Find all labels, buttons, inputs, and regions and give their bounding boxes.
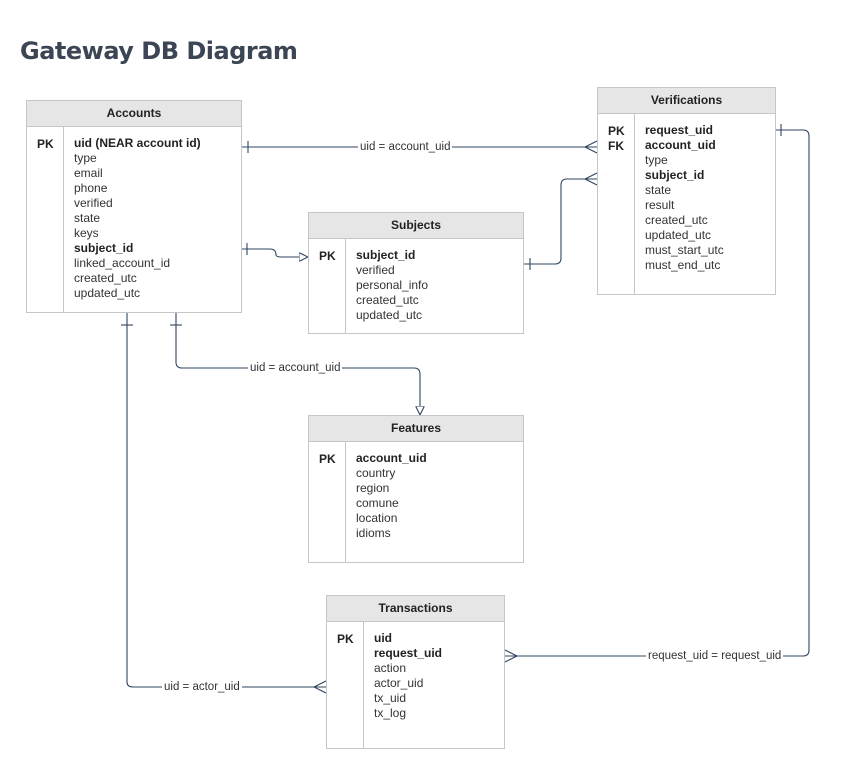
page-title: Gateway DB Diagram	[20, 37, 298, 65]
field: location	[356, 511, 398, 525]
entity-verifications[interactable]: Verifications PK FK request_uid account_…	[597, 87, 776, 295]
field: verified	[74, 196, 113, 210]
primary-key-label: PK	[37, 137, 54, 151]
field: updated_utc	[74, 286, 141, 300]
field-list: uid request_uid action actor_uid tx_uid …	[374, 631, 442, 721]
entity-accounts[interactable]: Accounts PK uid (NEAR account id) type e…	[26, 100, 242, 313]
entity-features[interactable]: Features PK account_uid country region c…	[308, 415, 524, 563]
field: action	[374, 661, 407, 675]
field: state	[645, 183, 672, 197]
field: account_uid	[645, 138, 716, 152]
relation-label: uid = account_uid	[358, 140, 453, 154]
field: type	[74, 151, 97, 165]
field: region	[356, 481, 390, 495]
relation-label: request_uid = request_uid	[646, 649, 784, 663]
field-list: uid (NEAR account id) type email phone v…	[74, 136, 201, 301]
field: comune	[356, 496, 399, 510]
link-verifications-transactions	[505, 129, 810, 657]
field: tx_uid	[374, 691, 407, 705]
field: country	[356, 466, 396, 480]
primary-key-label: PK	[319, 249, 336, 263]
primary-key-label: PK	[337, 632, 354, 646]
crow-foot	[504, 649, 519, 663]
entity-transactions[interactable]: Transactions PK uid request_uid action a…	[326, 595, 505, 749]
key-column: PK	[327, 622, 364, 748]
link-accounts-transactions	[126, 312, 326, 688]
field-list: subject_id verified personal_info create…	[356, 248, 428, 323]
primary-key-label: PK	[608, 124, 625, 138]
field: must_start_utc	[645, 243, 724, 257]
field: tx_log	[374, 706, 407, 720]
field: linked_account_id	[74, 256, 171, 270]
key-column: PK	[309, 442, 346, 562]
field: state	[74, 211, 101, 225]
primary-key-label: PK	[319, 452, 336, 466]
entity-subjects[interactable]: Subjects PK subject_id verified personal…	[308, 212, 524, 334]
entity-title: Verifications	[598, 88, 775, 114]
field: request_uid	[374, 646, 443, 660]
entity-title: Accounts	[27, 101, 241, 127]
field: personal_info	[356, 278, 429, 292]
entity-title: Subjects	[309, 213, 523, 239]
relation-label: uid = actor_uid	[162, 680, 242, 694]
key-column: PK	[27, 127, 64, 312]
field: idioms	[356, 526, 391, 540]
field: email	[74, 166, 103, 180]
entity-title: Features	[309, 416, 523, 442]
foreign-key-label: FK	[608, 139, 624, 153]
entity-title: Transactions	[327, 596, 504, 622]
crow-foot	[312, 680, 327, 694]
key-column: PK FK	[598, 114, 635, 294]
field: result	[645, 198, 675, 212]
field-list: request_uid account_uid type subject_id …	[645, 123, 724, 273]
field: verified	[356, 263, 395, 277]
field: updated_utc	[645, 228, 712, 242]
crow-foot	[583, 140, 598, 154]
field: phone	[74, 181, 108, 195]
field: actor_uid	[374, 676, 424, 690]
field: type	[645, 153, 668, 167]
field: uid (NEAR account id)	[74, 136, 201, 150]
field: subject_id	[645, 168, 705, 182]
field: request_uid	[645, 123, 714, 137]
field: account_uid	[356, 451, 427, 465]
field: created_utc	[74, 271, 137, 285]
relation-label: uid = account_uid	[248, 361, 343, 375]
field: created_utc	[645, 213, 708, 227]
field: uid	[374, 631, 392, 645]
field: created_utc	[356, 293, 419, 307]
link-subjects-verifications	[523, 178, 597, 265]
field: updated_utc	[356, 308, 423, 322]
field: must_end_utc	[645, 258, 721, 272]
field-list: account_uid country region comune locati…	[356, 451, 427, 541]
field: subject_id	[74, 241, 134, 255]
link-accounts-subjects	[241, 248, 307, 257]
field: keys	[74, 226, 99, 240]
crow-foot	[583, 172, 598, 186]
field: subject_id	[356, 248, 416, 262]
key-column: PK	[309, 239, 346, 333]
